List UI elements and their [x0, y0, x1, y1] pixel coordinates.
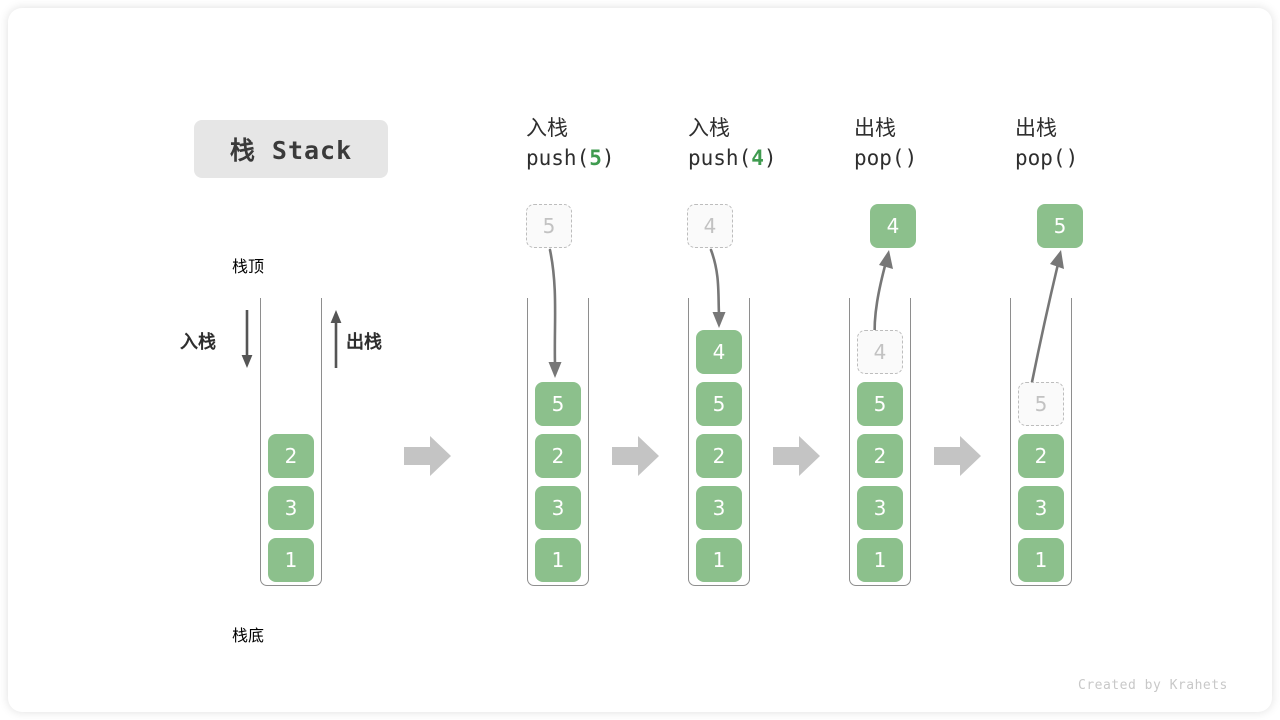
code-prefix: pop( [854, 145, 905, 170]
stack-cell: 1 [696, 538, 742, 582]
code-prefix: push( [688, 145, 752, 170]
push-4-flow-arrow-icon [709, 248, 726, 328]
stack-walls [849, 298, 911, 586]
code-suffix: ) [904, 145, 918, 170]
diagram-title: 栈 Stack [194, 120, 388, 178]
pop-side-label: 出栈 [346, 332, 382, 353]
stack-cells: 1 3 2 5 4 [849, 322, 911, 582]
op-label-cn: 出栈 [854, 116, 896, 140]
stack-container-push-4: 1 3 2 5 4 [688, 298, 750, 586]
code-suffix: ) [1065, 145, 1079, 170]
stack-cell: 5 [696, 382, 742, 426]
stack-cells: 1 3 2 [260, 426, 322, 582]
floating-popped-cell-5: 5 [1037, 204, 1083, 248]
op-label-cn: 入栈 [688, 116, 730, 140]
op-label-pop-1: 出栈 pop() [854, 114, 917, 174]
floating-popped-cell-4: 4 [870, 204, 916, 248]
stack-cell: 2 [1018, 434, 1064, 478]
op-label-code: pop() [854, 144, 917, 174]
code-suffix: ) [763, 145, 777, 170]
watermark: Created by Krahets [1078, 678, 1228, 693]
op-label-push-4: 入栈 push(4) [688, 114, 777, 174]
stack-cell: 2 [535, 434, 581, 478]
op-label-pop-2: 出栈 pop() [1015, 114, 1078, 174]
op-label-code: push(4) [688, 144, 777, 174]
stack-walls [688, 298, 750, 586]
stack-cell: 3 [696, 486, 742, 530]
op-label-cn: 入栈 [526, 116, 568, 140]
transition-arrow-icon-3 [773, 436, 820, 476]
stack-cell: 2 [696, 434, 742, 478]
stack-walls [527, 298, 589, 586]
code-suffix: ) [601, 145, 615, 170]
stack-top-caption: 栈顶 [232, 257, 265, 276]
transition-arrow-icon-4 [934, 436, 981, 476]
stack-cell-ghost: 5 [1018, 382, 1064, 426]
op-label-code: pop() [1015, 144, 1078, 174]
stack-walls [1010, 298, 1072, 586]
stack-container-pop-2: 1 3 2 5 [1010, 298, 1072, 586]
floating-ghost-cell-4: 4 [687, 204, 733, 248]
code-prefix: pop( [1015, 145, 1066, 170]
code-prefix: push( [526, 145, 590, 170]
stack-cell: 3 [268, 486, 314, 530]
transition-arrow-icon-1 [404, 436, 451, 476]
stack-cells: 1 3 2 5 [1010, 374, 1072, 582]
op-label-push-5: 入栈 push(5) [526, 114, 615, 174]
floating-ghost-cell-5: 5 [526, 204, 572, 248]
op-label-cn: 出栈 [1015, 116, 1057, 140]
stack-cell: 2 [857, 434, 903, 478]
stack-cell: 1 [857, 538, 903, 582]
stack-cell: 5 [857, 382, 903, 426]
code-value: 4 [751, 145, 764, 170]
stack-container-pop-1: 1 3 2 5 4 [849, 298, 911, 586]
stack-cell: 3 [857, 486, 903, 530]
stack-cells: 1 3 2 5 4 [688, 322, 750, 582]
stack-cell-ghost: 4 [857, 330, 903, 374]
stack-bottom-caption: 栈底 [232, 626, 265, 645]
op-label-code: push(5) [526, 144, 615, 174]
stack-cell: 1 [535, 538, 581, 582]
stack-cells: 1 3 2 5 [527, 374, 589, 582]
stack-cell: 1 [268, 538, 314, 582]
push-direction-arrow-icon [241, 310, 253, 368]
transition-arrow-icon-2 [612, 436, 659, 476]
stack-cell: 5 [535, 382, 581, 426]
stack-cell: 1 [1018, 538, 1064, 582]
stack-container-initial: 1 3 2 [260, 298, 322, 586]
push-side-label: 入栈 [180, 332, 216, 353]
pop-2-flow-arrow-icon [1028, 250, 1064, 394]
stack-walls [260, 298, 322, 586]
stack-cell: 4 [696, 330, 742, 374]
stack-container-push-5: 1 3 2 5 [527, 298, 589, 586]
push-5-flow-arrow-icon [548, 248, 562, 378]
code-value: 5 [589, 145, 602, 170]
stack-cell: 3 [1018, 486, 1064, 530]
pop-direction-arrow-icon [330, 310, 342, 368]
stack-cell: 3 [535, 486, 581, 530]
stack-cell: 2 [268, 434, 314, 478]
